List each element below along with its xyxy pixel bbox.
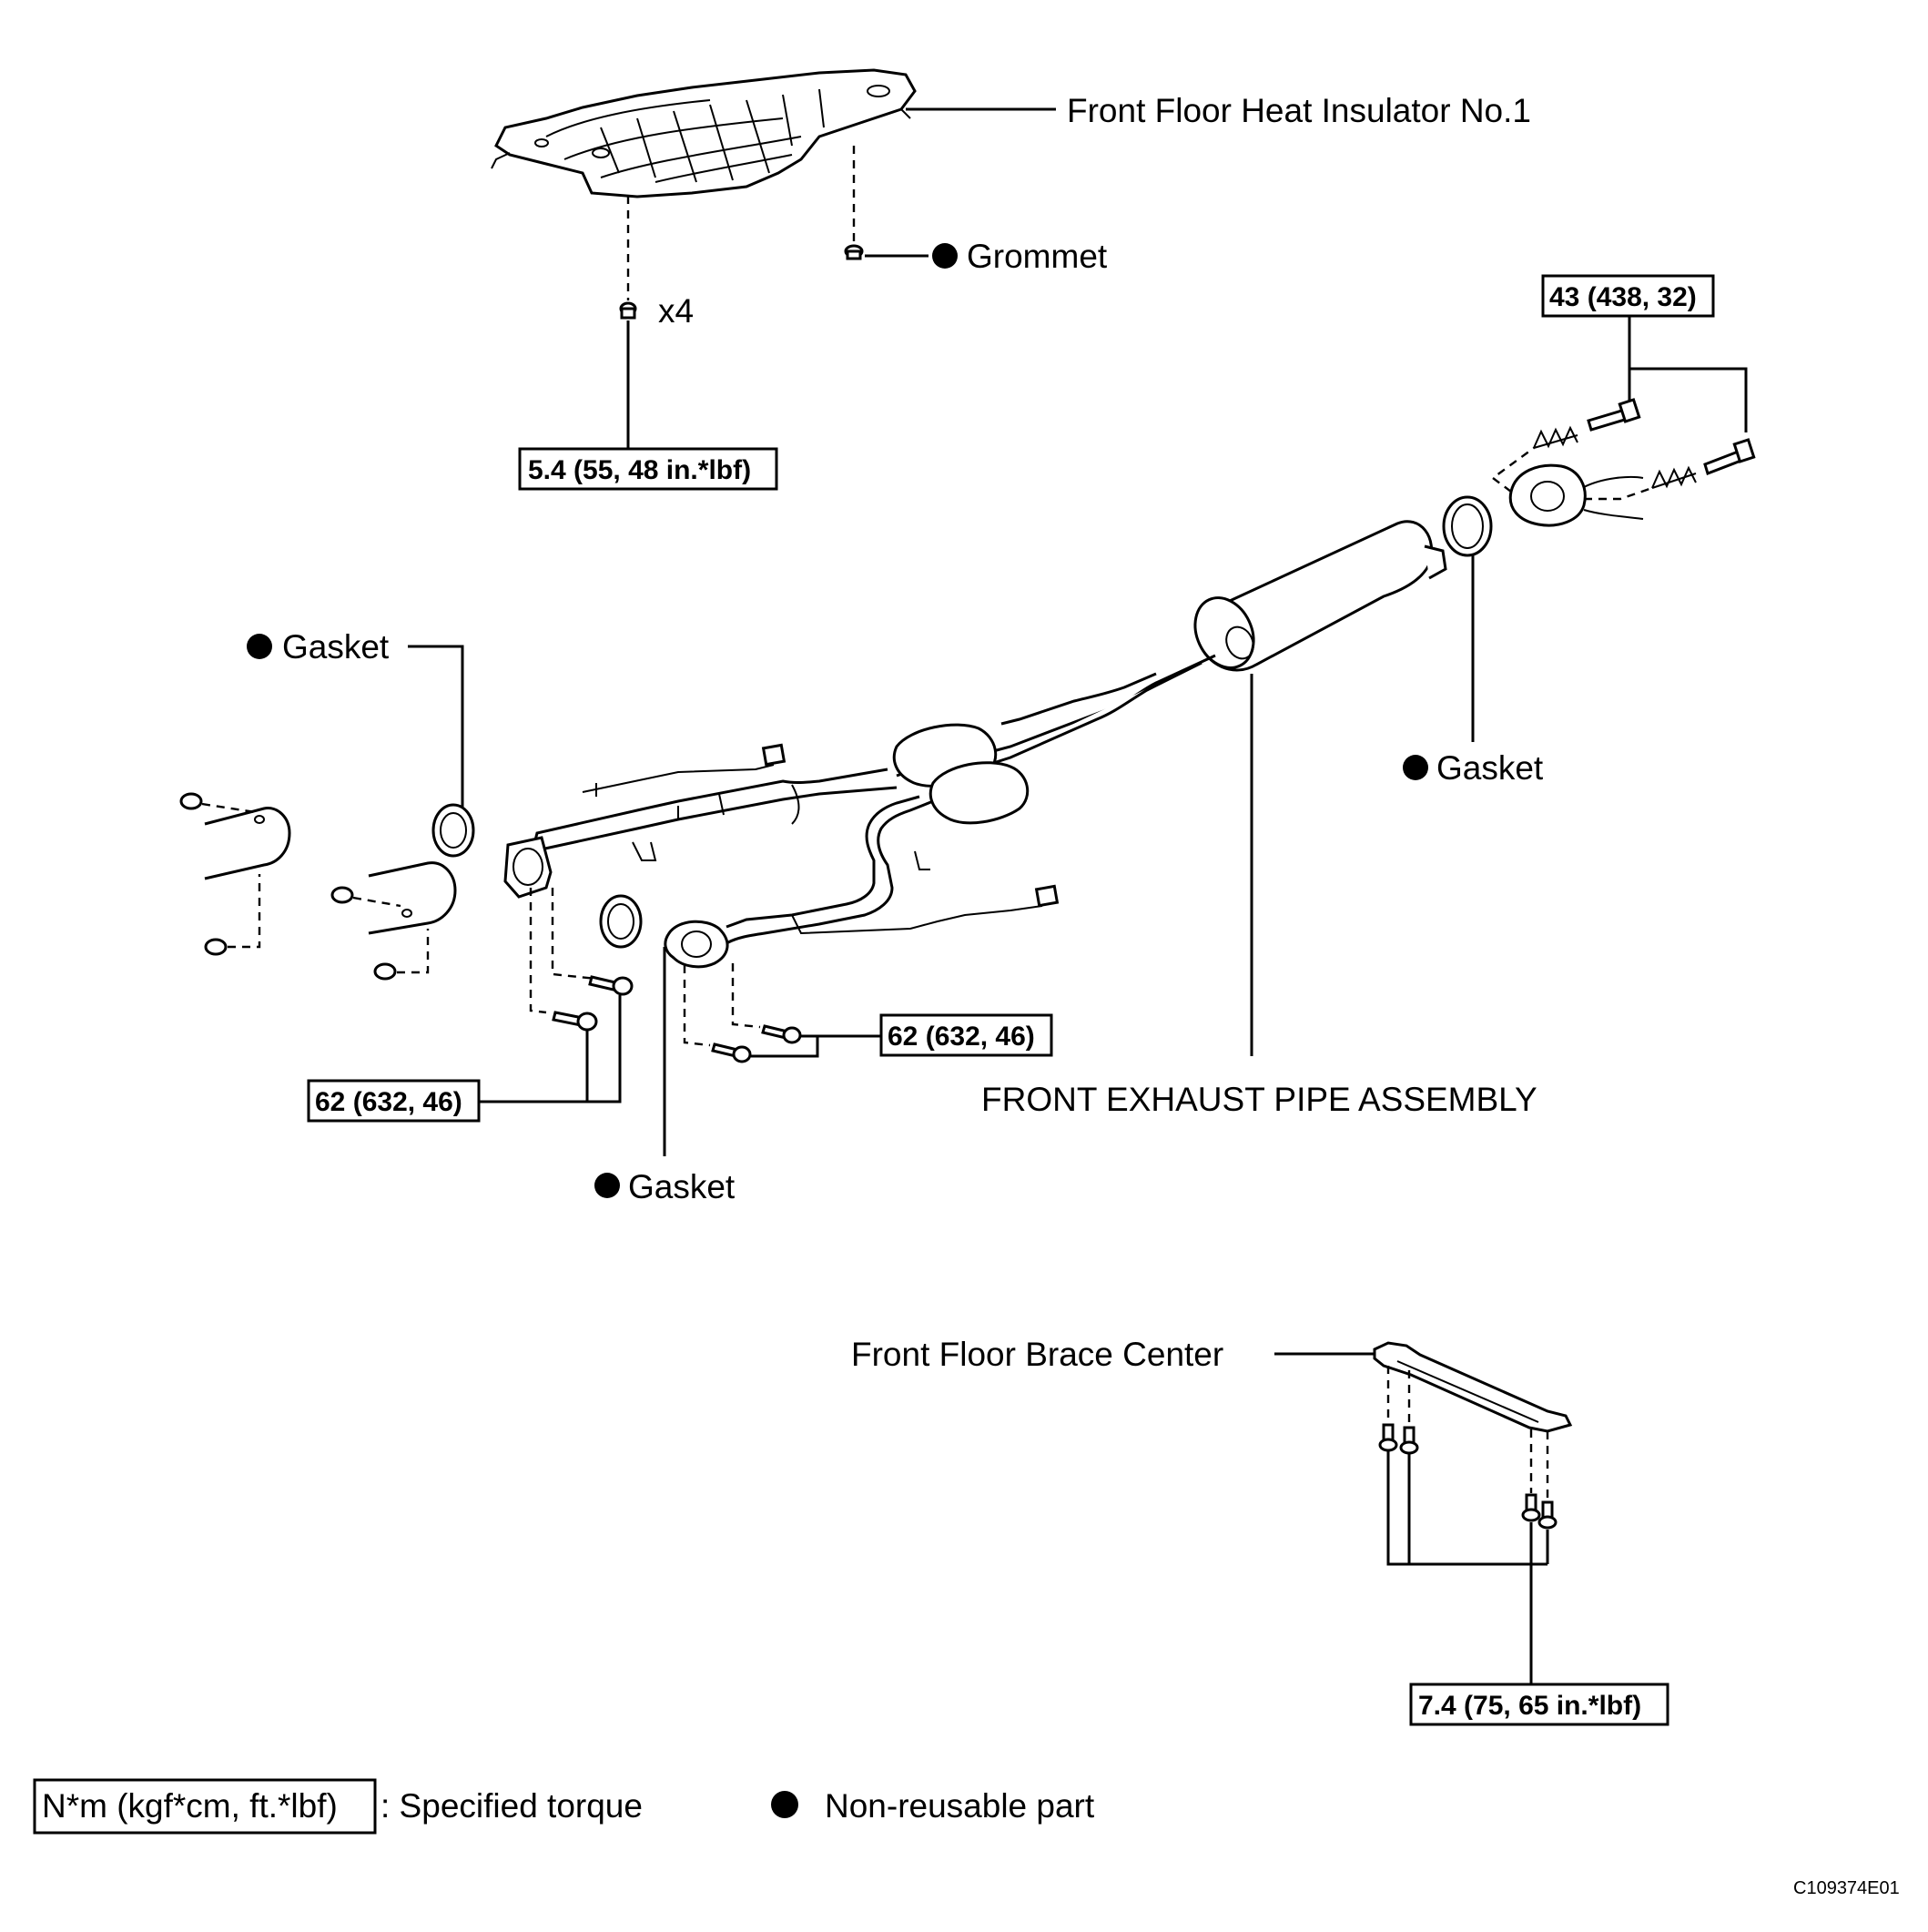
- rear-spring-upper: [1533, 425, 1578, 449]
- torque-front-left-label: 62 (632, 46): [315, 1087, 462, 1117]
- grommet-label: Grommet: [967, 238, 1108, 275]
- rear-bolt-upper: [1587, 398, 1641, 432]
- legend-torque-box-label: N*m (kgf*cm, ft.*lbf): [42, 1787, 338, 1825]
- rear-gasket-part: [1442, 495, 1493, 557]
- nonreusable-dot-icon: [594, 1173, 620, 1198]
- front-bolt-left-b: [588, 975, 634, 996]
- gasket-bottom-part: [599, 894, 643, 949]
- figure-code: C109374E01: [1793, 1878, 1900, 1898]
- front-floor-brace-part: [1373, 1341, 1573, 1433]
- front-exhaust-pipe-label: FRONT EXHAUST PIPE ASSEMBLY: [981, 1081, 1537, 1118]
- nonreusable-dot-icon: [932, 243, 958, 269]
- brace-bolt-part: [1378, 1423, 1558, 1530]
- nonreusable-dot-icon: [771, 1791, 798, 1818]
- heat-insulator-part: [491, 68, 917, 198]
- torque-brace-label: 7.4 (75, 65 in.*lbf): [1418, 1691, 1641, 1721]
- front-bolt-left-a: [552, 1011, 598, 1032]
- torque-front-right-label: 62 (632, 46): [888, 1022, 1035, 1052]
- legend-torque-text: : Specified torque: [381, 1787, 643, 1825]
- rear-flange-part: [1508, 463, 1644, 527]
- heat-insulator-label: Front Floor Heat Insulator No.1: [1067, 92, 1531, 129]
- gasket-right-label: Gasket: [1436, 749, 1544, 787]
- gasket-left-part: [431, 803, 475, 858]
- front-floor-brace-label: Front Floor Brace Center: [851, 1336, 1223, 1373]
- rear-spring-lower: [1651, 465, 1697, 489]
- exhaust-pipe-assembly: [503, 520, 1447, 969]
- manifold-pipe-upper: [204, 807, 291, 880]
- gasket-bottom-label: Gasket: [628, 1168, 736, 1205]
- front-bolt-right-b: [761, 1024, 802, 1044]
- quantity-x4-label: x4: [658, 292, 694, 330]
- torque-insulator-label: 5.4 (55, 48 in.*lbf): [528, 455, 751, 485]
- rear-bolt-lower: [1703, 438, 1756, 475]
- front-bolt-right-a: [711, 1042, 752, 1063]
- nonreusable-dot-icon: [1403, 755, 1428, 780]
- manifold-pipe-lower: [368, 861, 457, 935]
- insulator-nut-part: [619, 301, 637, 320]
- nonreusable-dot-icon: [247, 634, 272, 659]
- torque-rear-flange-label: 43 (438, 32): [1549, 282, 1697, 312]
- gasket-left-label: Gasket: [282, 628, 390, 666]
- grommet-part: [844, 244, 864, 260]
- legend-nonreusable-text: Non-reusable part: [825, 1787, 1095, 1825]
- legend-torque-box: [33, 1778, 377, 1835]
- manifold-nut-part: [179, 792, 397, 981]
